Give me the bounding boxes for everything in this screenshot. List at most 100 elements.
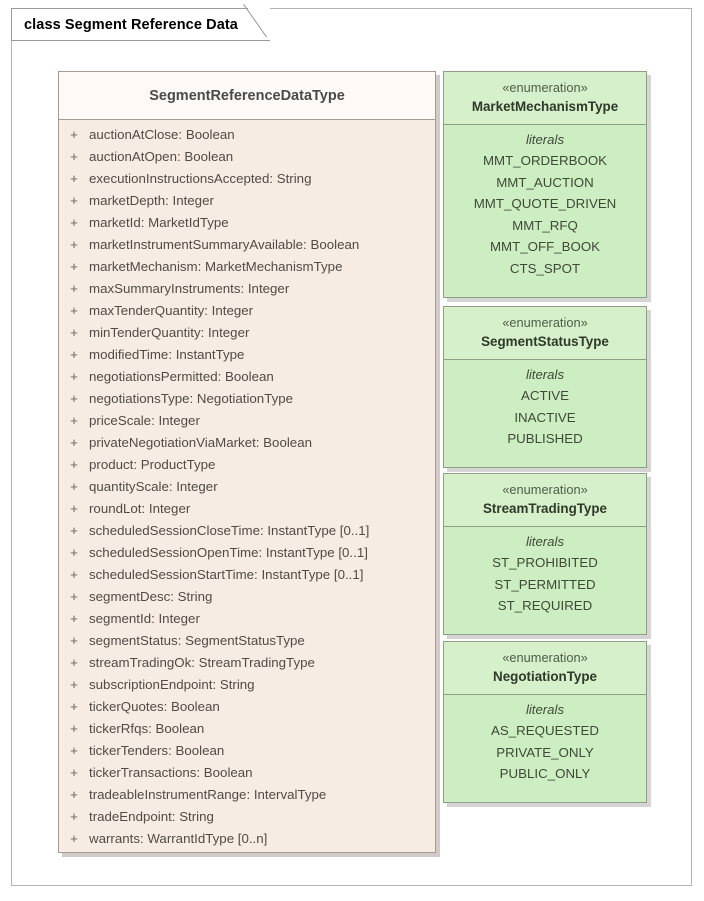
uml-attribute-row[interactable]: +negotiationsPermitted: Boolean <box>59 369 435 391</box>
uml-attribute-row[interactable]: +tickerTransactions: Boolean <box>59 765 435 787</box>
uml-attribute-visibility: + <box>70 171 78 186</box>
uml-enumeration-literal[interactable]: MMT_RFQ <box>512 217 578 233</box>
uml-attribute-signature: marketInstrumentSummaryAvailable: Boolea… <box>89 237 360 252</box>
uml-attribute-row[interactable]: +subscriptionEndpoint: String <box>59 677 435 699</box>
uml-attribute-signature: segmentId: Integer <box>89 611 200 626</box>
uml-attribute-visibility: + <box>70 589 78 604</box>
uml-enumeration-stereotype: «enumeration» <box>502 80 588 95</box>
uml-class-name: SegmentReferenceDataType <box>149 87 345 104</box>
uml-enumeration-literal[interactable]: AS_REQUESTED <box>491 723 599 738</box>
uml-enumeration-literal-list: ST_PROHIBITED ST_PERMITTED ST_REQUIRED <box>444 552 646 617</box>
uml-enumeration-body: literals MMT_ORDERBOOK MMT_AUCTION MMT_QUO… <box>444 125 646 287</box>
uml-enumeration-body: literals ST_PROHIBITED ST_PERMITTED ST_REQ… <box>444 527 646 625</box>
uml-attribute-row[interactable]: +roundLot: Integer <box>59 501 435 523</box>
uml-attribute-row[interactable]: +marketId: MarketIdType <box>59 215 435 237</box>
uml-attribute-row[interactable]: +maxTenderQuantity: Integer <box>59 303 435 325</box>
uml-attribute-visibility: + <box>70 457 78 472</box>
uml-attribute-visibility: + <box>70 413 78 428</box>
uml-attribute-signature: scheduledSessionOpenTime: InstantType [0… <box>89 545 368 560</box>
uml-enumeration-3[interactable]: «enumeration» NegotiationType literals A… <box>443 641 647 803</box>
uml-attribute-signature: priceScale: Integer <box>89 413 200 428</box>
uml-attribute-row[interactable]: +marketDepth: Integer <box>59 193 435 215</box>
uml-attribute-visibility: + <box>70 787 78 802</box>
uml-attribute-row[interactable]: +tickerRfqs: Boolean <box>59 721 435 743</box>
uml-attribute-visibility: + <box>70 633 78 648</box>
uml-attribute-signature: auctionAtClose: Boolean <box>89 127 235 142</box>
uml-attribute-row[interactable]: +auctionAtOpen: Boolean <box>59 149 435 171</box>
uml-enumeration-literal[interactable]: ACTIVE <box>520 388 570 403</box>
uml-enumeration-1[interactable]: «enumeration» SegmentStatusType literals… <box>443 306 647 468</box>
uml-enumeration-literal[interactable]: PUBLIC_ONLY <box>499 766 591 781</box>
uml-attribute-row[interactable]: +marketMechanism: MarketMechanismType <box>59 259 435 281</box>
uml-enumeration-2[interactable]: «enumeration» StreamTradingType literals… <box>443 473 647 635</box>
uml-enumeration-name: SegmentStatusType <box>481 334 609 349</box>
diagram-title-tab-body: class Segment Reference Data <box>12 8 248 41</box>
uml-attribute-row[interactable]: +tradeEndpoint: String <box>59 809 435 831</box>
uml-attribute-signature: minTenderQuantity: Integer <box>89 325 250 340</box>
uml-attribute-visibility: + <box>70 677 78 692</box>
uml-attribute-row[interactable]: + negotiationsType: NegotiationType <box>59 391 435 413</box>
uml-class-SegmentReferenceDataType[interactable]: SegmentReferenceDataType +auctionAtClose… <box>58 71 436 853</box>
uml-enumeration-literals-label: literals <box>525 534 565 549</box>
uml-attribute-row[interactable]: +modifiedTime: InstantType <box>59 347 435 369</box>
uml-attribute-row[interactable]: + segmentId: Integer <box>59 611 435 633</box>
uml-attribute-row[interactable]: +auctionAtClose: Boolean <box>59 127 435 149</box>
uml-enumeration-literal[interactable]: MMT_OFF_BOOK <box>489 239 601 254</box>
uml-attribute-signature: maxSummaryInstruments: Integer <box>89 281 290 296</box>
uml-enumeration-literal[interactable]: PRIVATE_ONLY <box>496 744 594 760</box>
uml-attribute-row[interactable]: +tickerTenders: Boolean <box>59 743 435 765</box>
uml-enumeration-header: «enumeration» MarketMechanismType <box>444 72 646 125</box>
uml-enumeration-0[interactable]: «enumeration» MarketMechanismType litera… <box>443 71 647 298</box>
uml-attribute-row[interactable]: +segmentStatus: SegmentStatusType <box>59 633 435 655</box>
uml-enumeration-literal[interactable]: MMT_AUCTION <box>496 174 594 190</box>
uml-attribute-row[interactable]: +product: ProductType <box>59 457 435 479</box>
uml-attribute-visibility: + <box>70 149 78 164</box>
uml-enumeration-literal[interactable]: ST_PERMITTED <box>494 576 596 592</box>
uml-enumeration-literal[interactable]: ST_PROHIBITED <box>492 555 598 570</box>
uml-attribute-row[interactable]: +tickerQuotes: Boolean <box>59 699 435 721</box>
uml-attribute-row[interactable]: +tradeableInstrumentRange: IntervalType <box>59 787 435 809</box>
uml-attribute-signature: tickerQuotes: Boolean <box>89 699 220 714</box>
uml-attribute-row[interactable]: +marketInstrumentSummaryAvailable: Boole… <box>59 237 435 259</box>
uml-attribute-visibility: + <box>70 809 78 824</box>
uml-attribute-visibility: + <box>70 479 78 494</box>
uml-enumeration-literal[interactable]: MMT_ORDERBOOK <box>482 153 608 168</box>
uml-attribute-signature: negotiationsPermitted: Boolean <box>89 369 274 384</box>
uml-enumeration-literal[interactable]: INACTIVE <box>514 409 576 425</box>
uml-attribute-visibility: + <box>70 391 78 406</box>
uml-enumeration-literal[interactable]: PUBLISHED <box>507 431 583 446</box>
uml-attribute-signature: segmentDesc: String <box>89 589 213 604</box>
uml-attribute-row[interactable]: +streamTradingOk: StreamTradingType <box>59 655 435 677</box>
uml-attribute-visibility: + <box>70 281 78 296</box>
uml-attribute-row[interactable]: +scheduledSessionCloseTime: InstantType … <box>59 523 435 545</box>
uml-enumeration-stereotype: «enumeration» <box>502 650 588 665</box>
uml-attribute-row[interactable]: +scheduledSessionStartTime: InstantType … <box>59 567 435 589</box>
uml-enumeration-literal[interactable]: MMT_QUOTE_DRIVEN <box>473 196 617 211</box>
diagram-title-tab-left-edge <box>11 8 12 41</box>
uml-attribute-row[interactable]: + maxSummaryInstruments: Integer <box>59 281 435 303</box>
uml-enumeration-header: «enumeration» SegmentStatusType <box>444 307 646 360</box>
uml-attribute-visibility: + <box>70 611 78 626</box>
uml-enumeration-literals-label: literals <box>525 132 565 147</box>
uml-enumeration-literals-label: literals <box>525 702 565 717</box>
uml-attribute-row[interactable]: +scheduledSessionOpenTime: InstantType [… <box>59 545 435 567</box>
diagram-title-tab: class Segment Reference Data <box>11 8 270 41</box>
uml-attribute-signature: negotiationsType: NegotiationType <box>89 391 294 406</box>
uml-attribute-row[interactable]: +executionInstructionsAccepted: String <box>59 171 435 193</box>
uml-attribute-row[interactable]: +quantityScale: Integer <box>59 479 435 501</box>
uml-attribute-signature: marketDepth: Integer <box>89 193 214 208</box>
uml-enumeration-literal[interactable]: CTS_SPOT <box>509 260 581 276</box>
uml-attribute-row[interactable]: + segmentDesc: String <box>59 589 435 611</box>
uml-attribute-signature: modifiedTime: InstantType <box>89 347 245 362</box>
uml-attribute-row[interactable]: +warrants: WarrantIdType [0..n] <box>59 831 435 853</box>
uml-enumeration-name: MarketMechanismType <box>471 99 619 114</box>
uml-attribute-signature: marketMechanism: MarketMechanismType <box>89 259 343 274</box>
uml-enumeration-literal[interactable]: ST_REQUIRED <box>497 598 593 613</box>
uml-attribute-visibility: + <box>70 501 78 516</box>
uml-attribute-row[interactable]: +privateNegotiationViaMarket: Boolean <box>59 435 435 457</box>
uml-attribute-row[interactable]: +minTenderQuantity: Integer <box>59 325 435 347</box>
uml-attribute-row[interactable]: + priceScale: Integer <box>59 413 435 435</box>
uml-attribute-signature: maxTenderQuantity: Integer <box>89 303 254 318</box>
uml-attribute-signature: marketId: MarketIdType <box>89 215 229 230</box>
uml-class-attribute-list: +auctionAtClose: Boolean+auctionAtOpen: … <box>59 120 435 853</box>
